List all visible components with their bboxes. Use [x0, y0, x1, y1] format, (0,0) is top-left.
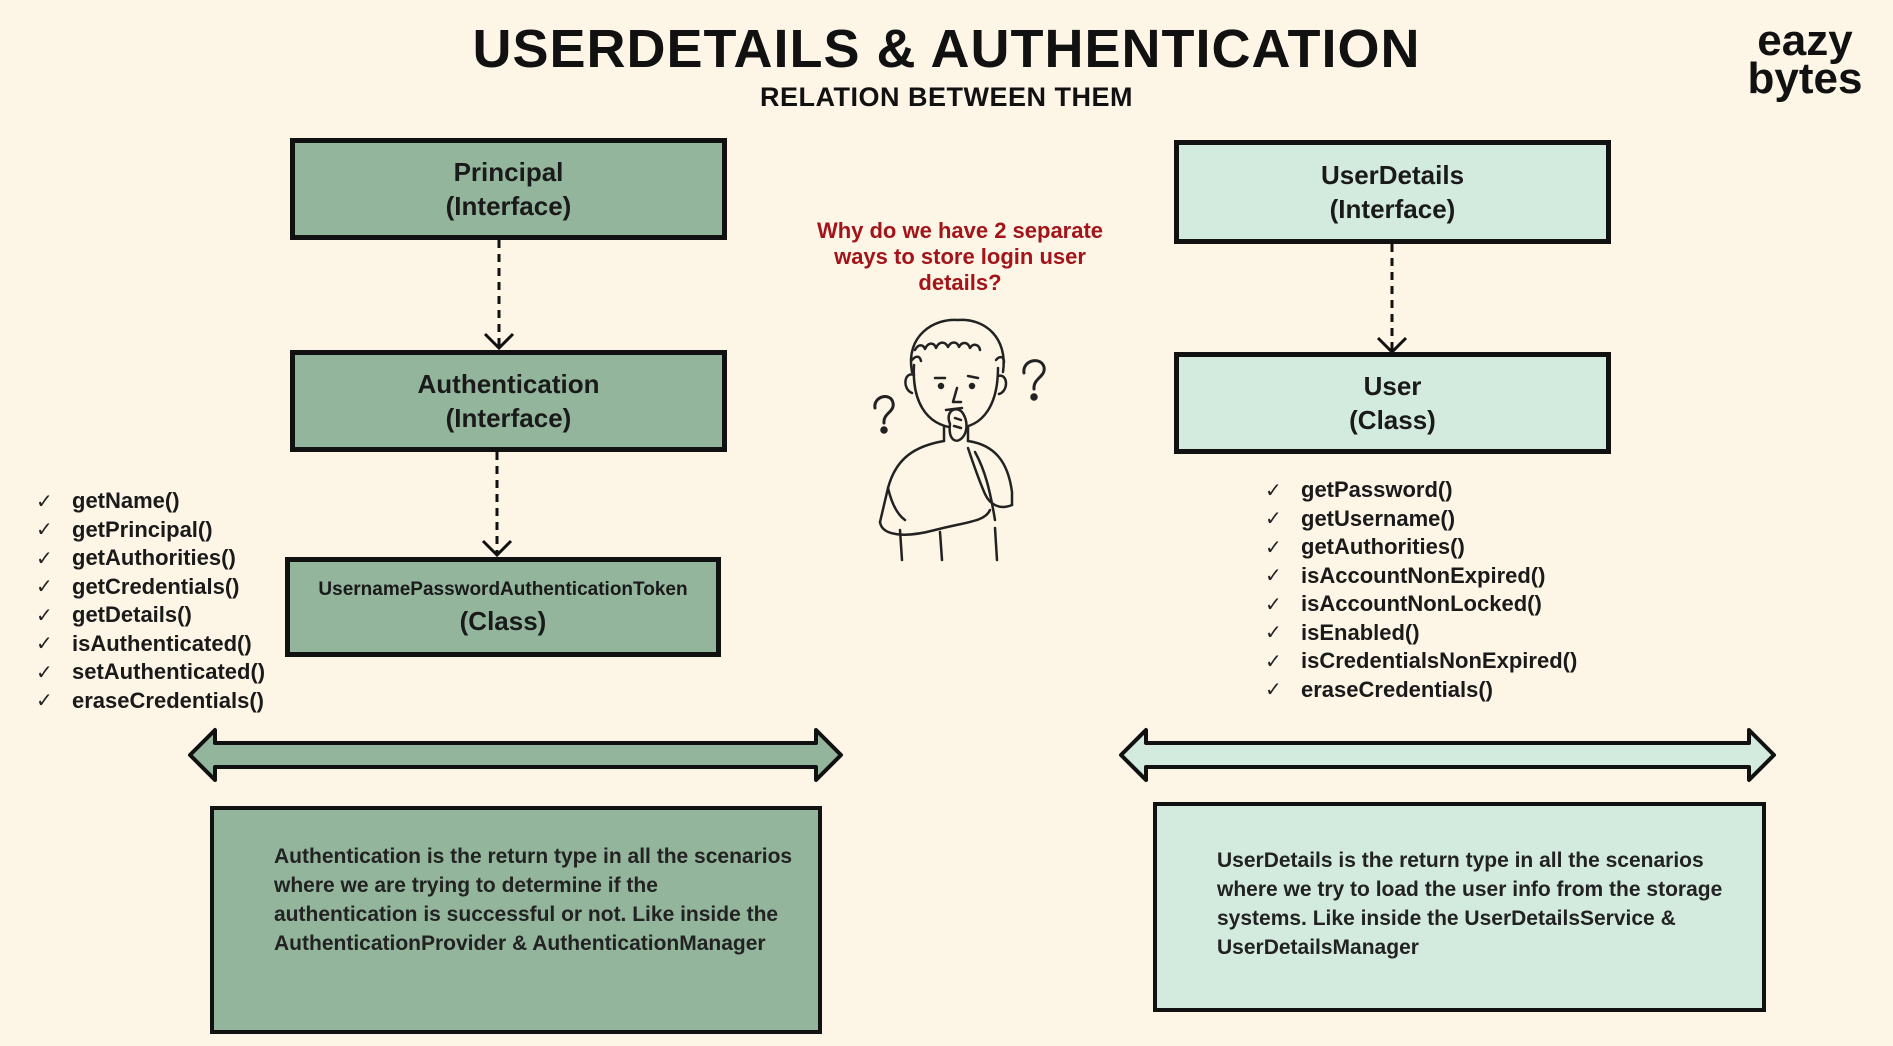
method-name: setAuthenticated()	[72, 659, 266, 685]
logo-line-2: bytes	[1747, 54, 1863, 103]
method-name: getAuthorities()	[72, 545, 236, 571]
list-item: ✓ getPrincipal()	[36, 516, 265, 545]
method-name: isAuthenticated()	[72, 630, 252, 656]
page-subtitle: RELATION BETWEEN THEM	[760, 82, 1133, 112]
brand-logo: eazy bytes	[1730, 16, 1880, 103]
principal-interface-box: Principal (Interface)	[290, 138, 727, 240]
method-name: getPrincipal()	[72, 516, 213, 542]
connector-principal-authentication	[483, 240, 515, 351]
list-item: ✓ isAccountNonLocked()	[1265, 590, 1577, 619]
check-icon: ✓	[36, 519, 53, 542]
check-icon: ✓	[1265, 622, 1282, 645]
userdetails-name: UserDetails	[1320, 160, 1465, 190]
logo-line-1: eazy	[1757, 16, 1853, 65]
authentication-methods-list: ✓ getName() ✓ getPrincipal() ✓ getAuthoriti…	[36, 487, 265, 715]
method-name: getPassword()	[1301, 477, 1453, 503]
list-item: ✓ eraseCredentials()	[1265, 676, 1577, 705]
authentication-note-box: Authentication is the return type in all…	[210, 806, 822, 1034]
principal-type: (Interface)	[445, 191, 572, 221]
method-name: isAccountNonLocked()	[1301, 591, 1542, 617]
list-item: ✓ getDetails()	[36, 601, 265, 630]
list-item: ✓ isEnabled()	[1265, 619, 1577, 648]
authentication-interface-box: Authentication (Interface)	[290, 350, 727, 452]
check-icon: ✓	[1265, 536, 1282, 559]
list-item: ✓ isCredentialsNonExpired()	[1265, 647, 1577, 676]
list-item: ✓ getCredentials()	[36, 573, 265, 602]
page-title: USERDETAILS & AUTHENTICATION	[472, 19, 1421, 79]
list-item: ✓ getAuthorities()	[1265, 533, 1577, 562]
method-name: getAuthorities()	[1301, 534, 1465, 560]
list-item: ✓ eraseCredentials()	[36, 687, 265, 716]
userdetails-type: (Interface)	[1329, 194, 1456, 224]
userdetails-interface-box: UserDetails (Interface)	[1174, 140, 1611, 244]
check-icon: ✓	[1265, 479, 1282, 502]
list-item: ✓ setAuthenticated()	[36, 658, 265, 687]
thinking-person-illustration	[873, 318, 1046, 562]
list-item: ✓ getAuthorities()	[36, 544, 265, 573]
userdetails-note-box: UserDetails is the return type in all th…	[1153, 802, 1766, 1012]
list-item: ✓ getPassword()	[1265, 476, 1577, 505]
list-item: ✓ isAccountNonExpired()	[1265, 562, 1577, 591]
list-item: ✓ isAuthenticated()	[36, 630, 265, 659]
userdetails-methods-list: ✓ getPassword() ✓ getUsername() ✓ getAuthor…	[1265, 476, 1577, 704]
method-name: getCredentials()	[72, 573, 240, 599]
check-icon: ✓	[1265, 565, 1282, 588]
check-icon: ✓	[36, 576, 53, 599]
username-password-token-class-box: UsernamePasswordAuthenticationToken (Cla…	[285, 557, 721, 657]
token-type: (Class)	[459, 606, 547, 636]
check-icon: ✓	[1265, 593, 1282, 616]
left-double-arrow	[188, 728, 843, 782]
connector-authentication-token	[481, 452, 513, 558]
center-question: Why do we have 2 separate ways to store …	[816, 218, 1104, 295]
method-name: isEnabled()	[1301, 619, 1420, 645]
method-name: getDetails()	[72, 602, 192, 628]
list-item: ✓ getName()	[36, 487, 265, 516]
check-icon: ✓	[36, 690, 53, 713]
method-name: eraseCredentials()	[1301, 676, 1493, 702]
connector-userdetails-user	[1376, 244, 1408, 355]
method-name: getName()	[72, 488, 180, 514]
token-name: UsernamePasswordAuthenticationToken	[318, 579, 688, 600]
method-name: isCredentialsNonExpired()	[1301, 648, 1578, 674]
check-icon: ✓	[36, 490, 53, 513]
method-name: getUsername()	[1301, 505, 1456, 531]
check-icon: ✓	[36, 661, 53, 684]
right-double-arrow	[1119, 728, 1776, 782]
user-class-box: User (Class)	[1174, 352, 1611, 454]
check-icon: ✓	[36, 547, 53, 570]
user-type: (Class)	[1349, 405, 1436, 435]
method-name: eraseCredentials()	[72, 687, 264, 713]
check-icon: ✓	[1265, 508, 1282, 531]
authentication-type: (Interface)	[445, 403, 572, 433]
check-icon: ✓	[1265, 650, 1282, 673]
list-item: ✓ getUsername()	[1265, 505, 1577, 534]
check-icon: ✓	[36, 633, 53, 656]
check-icon: ✓	[1265, 679, 1282, 702]
user-name: User	[1363, 371, 1422, 401]
method-name: isAccountNonExpired()	[1301, 562, 1546, 588]
authentication-name: Authentication	[417, 369, 600, 399]
principal-name: Principal	[453, 157, 564, 187]
userdetails-note-text: UserDetails is the return type in all th…	[1217, 849, 1723, 959]
check-icon: ✓	[36, 604, 53, 627]
authentication-note-text: Authentication is the return type in all…	[274, 845, 793, 955]
